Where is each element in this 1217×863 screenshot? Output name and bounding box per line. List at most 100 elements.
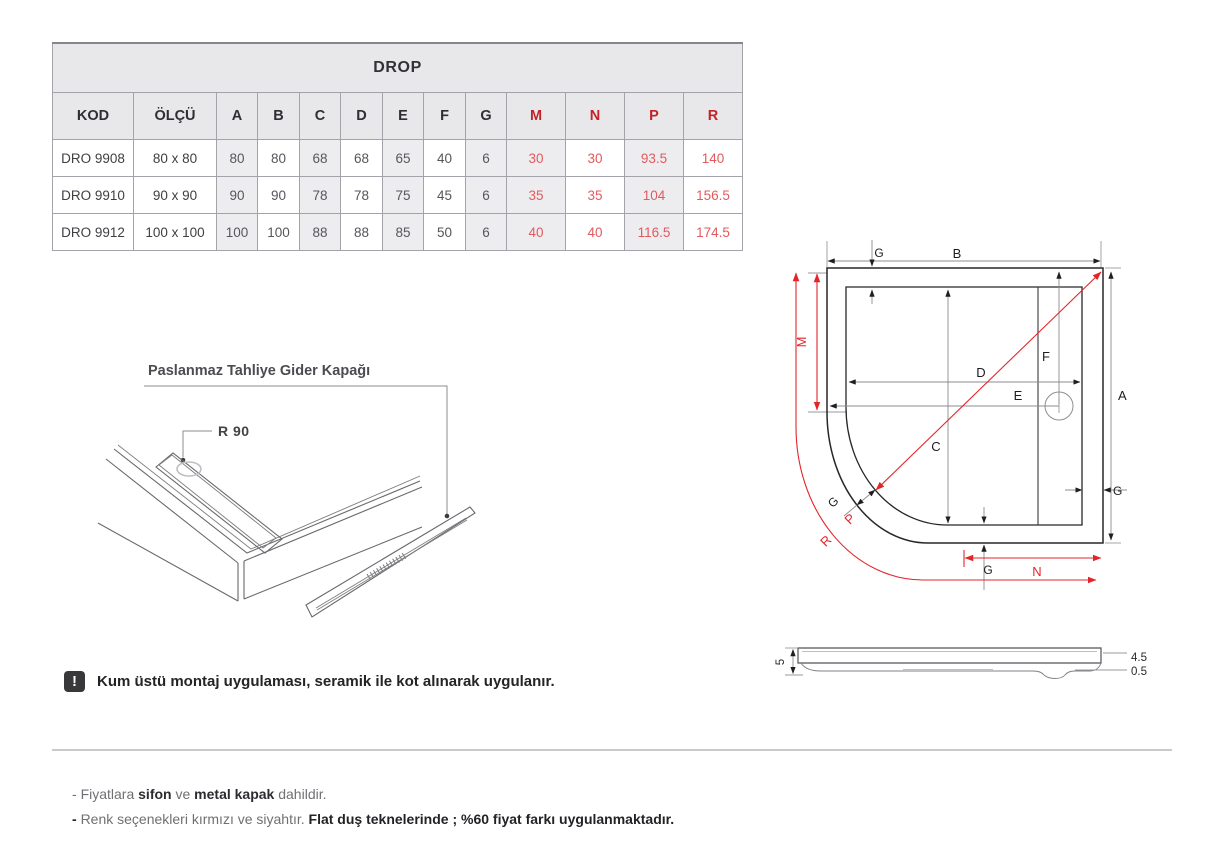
col-header-b: B xyxy=(257,92,300,140)
footer-text: Renk seçenekleri kırmızı ve siyahtır. xyxy=(80,811,305,827)
col-header-r: R xyxy=(682,92,744,140)
cell-n: 40 xyxy=(565,213,625,251)
cell-n: 35 xyxy=(565,176,625,214)
col-header-p: P xyxy=(624,92,684,140)
table-title: DROP xyxy=(51,42,744,93)
cell-a: 100 xyxy=(216,213,258,251)
footer-dash: - xyxy=(72,811,77,827)
dim-label-M: M xyxy=(794,337,809,348)
radius-label: R 90 xyxy=(218,423,250,439)
cell-a: 80 xyxy=(216,139,258,177)
footer-bold: sifon xyxy=(138,786,172,802)
cell-olcu: 90 x 90 xyxy=(133,176,217,214)
footer-bold: metal kapak xyxy=(194,786,275,802)
cell-e: 85 xyxy=(382,213,424,251)
leader-dot xyxy=(444,513,450,519)
note-text: Kum üstü montaj uygulaması, seramik ile … xyxy=(97,673,555,690)
iso-drawing-title: Paslanmaz Tahliye Gider Kapağı xyxy=(148,363,370,379)
col-header-kod: KOD xyxy=(52,92,134,140)
spec-table: DROP KOD ÖLÇÜ A B C D E F G M N P R DRO … xyxy=(51,42,744,251)
dim-label-P: P xyxy=(841,510,858,527)
cell-c: 78 xyxy=(299,176,341,214)
dim-label-D: D xyxy=(976,365,985,380)
cell-kod: DRO 9910 xyxy=(52,176,134,214)
dim-label-R: R xyxy=(817,532,834,549)
cell-c: 68 xyxy=(299,139,341,177)
cell-a: 90 xyxy=(216,176,258,214)
footer-note-1: - Fiyatlara sifon ve metal kapak dahildi… xyxy=(72,786,327,802)
drain-channel xyxy=(155,452,283,554)
dim-P xyxy=(875,271,1102,491)
cell-b: 90 xyxy=(257,176,300,214)
footer-text: Fiyatlara xyxy=(80,786,135,802)
col-header-m: M xyxy=(506,92,566,140)
col-header-a: A xyxy=(216,92,258,140)
cell-m: 40 xyxy=(506,213,566,251)
footer-dash: - xyxy=(72,786,77,802)
cell-kod: DRO 9912 xyxy=(52,213,134,251)
col-header-n: N xyxy=(565,92,625,140)
cell-e: 75 xyxy=(382,176,424,214)
tray-outer-contour xyxy=(826,267,1104,544)
cell-p: 116.5 xyxy=(624,213,684,251)
dim-label-C: C xyxy=(931,439,940,454)
col-header-f: F xyxy=(423,92,466,140)
cell-d: 68 xyxy=(340,139,383,177)
cell-d: 78 xyxy=(340,176,383,214)
footer-bold: Flat duş teknelerinde ; %60 fiyat farkı … xyxy=(308,811,675,827)
col-header-olcu: ÖLÇÜ xyxy=(133,92,217,140)
cell-p: 104 xyxy=(624,176,684,214)
cell-n: 30 xyxy=(565,139,625,177)
tray-edge xyxy=(97,522,239,602)
cell-b: 100 xyxy=(257,213,300,251)
cell-d: 88 xyxy=(340,213,383,251)
cell-e: 65 xyxy=(382,139,424,177)
table-row: DRO 9910 90 x 90 90 90 78 78 75 45 6 35 … xyxy=(52,176,744,214)
footer-note-2: - Renk seçenekleri kırmızı ve siyahtır. … xyxy=(72,811,674,827)
cell-g: 6 xyxy=(465,176,507,214)
cell-b: 80 xyxy=(257,139,300,177)
cell-f: 50 xyxy=(423,213,466,251)
tray-edge xyxy=(243,526,423,600)
col-header-e: E xyxy=(382,92,424,140)
cell-olcu: 100 x 100 xyxy=(133,213,217,251)
cell-r: 140 xyxy=(682,139,744,177)
dim-G-arc xyxy=(856,489,876,506)
dim-label-E: E xyxy=(1014,388,1023,403)
metal-cover-plate xyxy=(305,506,476,618)
cell-c: 88 xyxy=(299,213,341,251)
dim-R xyxy=(792,272,1097,584)
table-header-row: KOD ÖLÇÜ A B C D E F G M N P R xyxy=(52,92,744,140)
isometric-drawing: Paslanmaz Tahliye Gider Kapağı R 90 xyxy=(97,363,476,618)
leader-line xyxy=(144,385,448,514)
cell-p: 93.5 xyxy=(624,139,684,177)
tray-edge xyxy=(105,458,239,564)
col-header-c: C xyxy=(299,92,341,140)
table-row: DRO 9912 100 x 100 100 100 88 88 85 50 6… xyxy=(52,213,744,251)
dim-label-N: N xyxy=(1032,564,1041,579)
table-row: DRO 9908 80 x 80 80 80 68 68 65 40 6 30 … xyxy=(52,139,744,177)
cell-g: 6 xyxy=(465,213,507,251)
tray-underside xyxy=(800,662,1102,679)
height-lower-label: 0.5 xyxy=(1131,666,1147,678)
cell-olcu: 80 x 80 xyxy=(133,139,217,177)
tray-edge xyxy=(243,486,423,562)
exclamation-icon: ! xyxy=(64,671,85,692)
cell-r: 174.5 xyxy=(682,213,744,251)
dim-label-G: G xyxy=(825,494,842,511)
cell-m: 30 xyxy=(506,139,566,177)
footer-text: ve xyxy=(175,786,191,802)
cell-f: 40 xyxy=(423,139,466,177)
dim-label-G: G xyxy=(1113,484,1122,498)
footer-divider xyxy=(52,749,1172,751)
top-view-diagram: B G A G C D E F G N M G P R xyxy=(792,240,1127,590)
tray-rim-line xyxy=(113,448,421,554)
height-total-label: 5 xyxy=(775,659,787,665)
tray-rim-line xyxy=(117,444,421,550)
dim-label-B: B xyxy=(953,246,962,261)
installation-note: ! Kum üstü montaj uygulaması, seramik il… xyxy=(64,671,555,692)
table-title-row: DROP xyxy=(51,42,744,93)
cover-grill-texture xyxy=(366,552,407,580)
height-upper-label: 4.5 xyxy=(1131,652,1147,664)
